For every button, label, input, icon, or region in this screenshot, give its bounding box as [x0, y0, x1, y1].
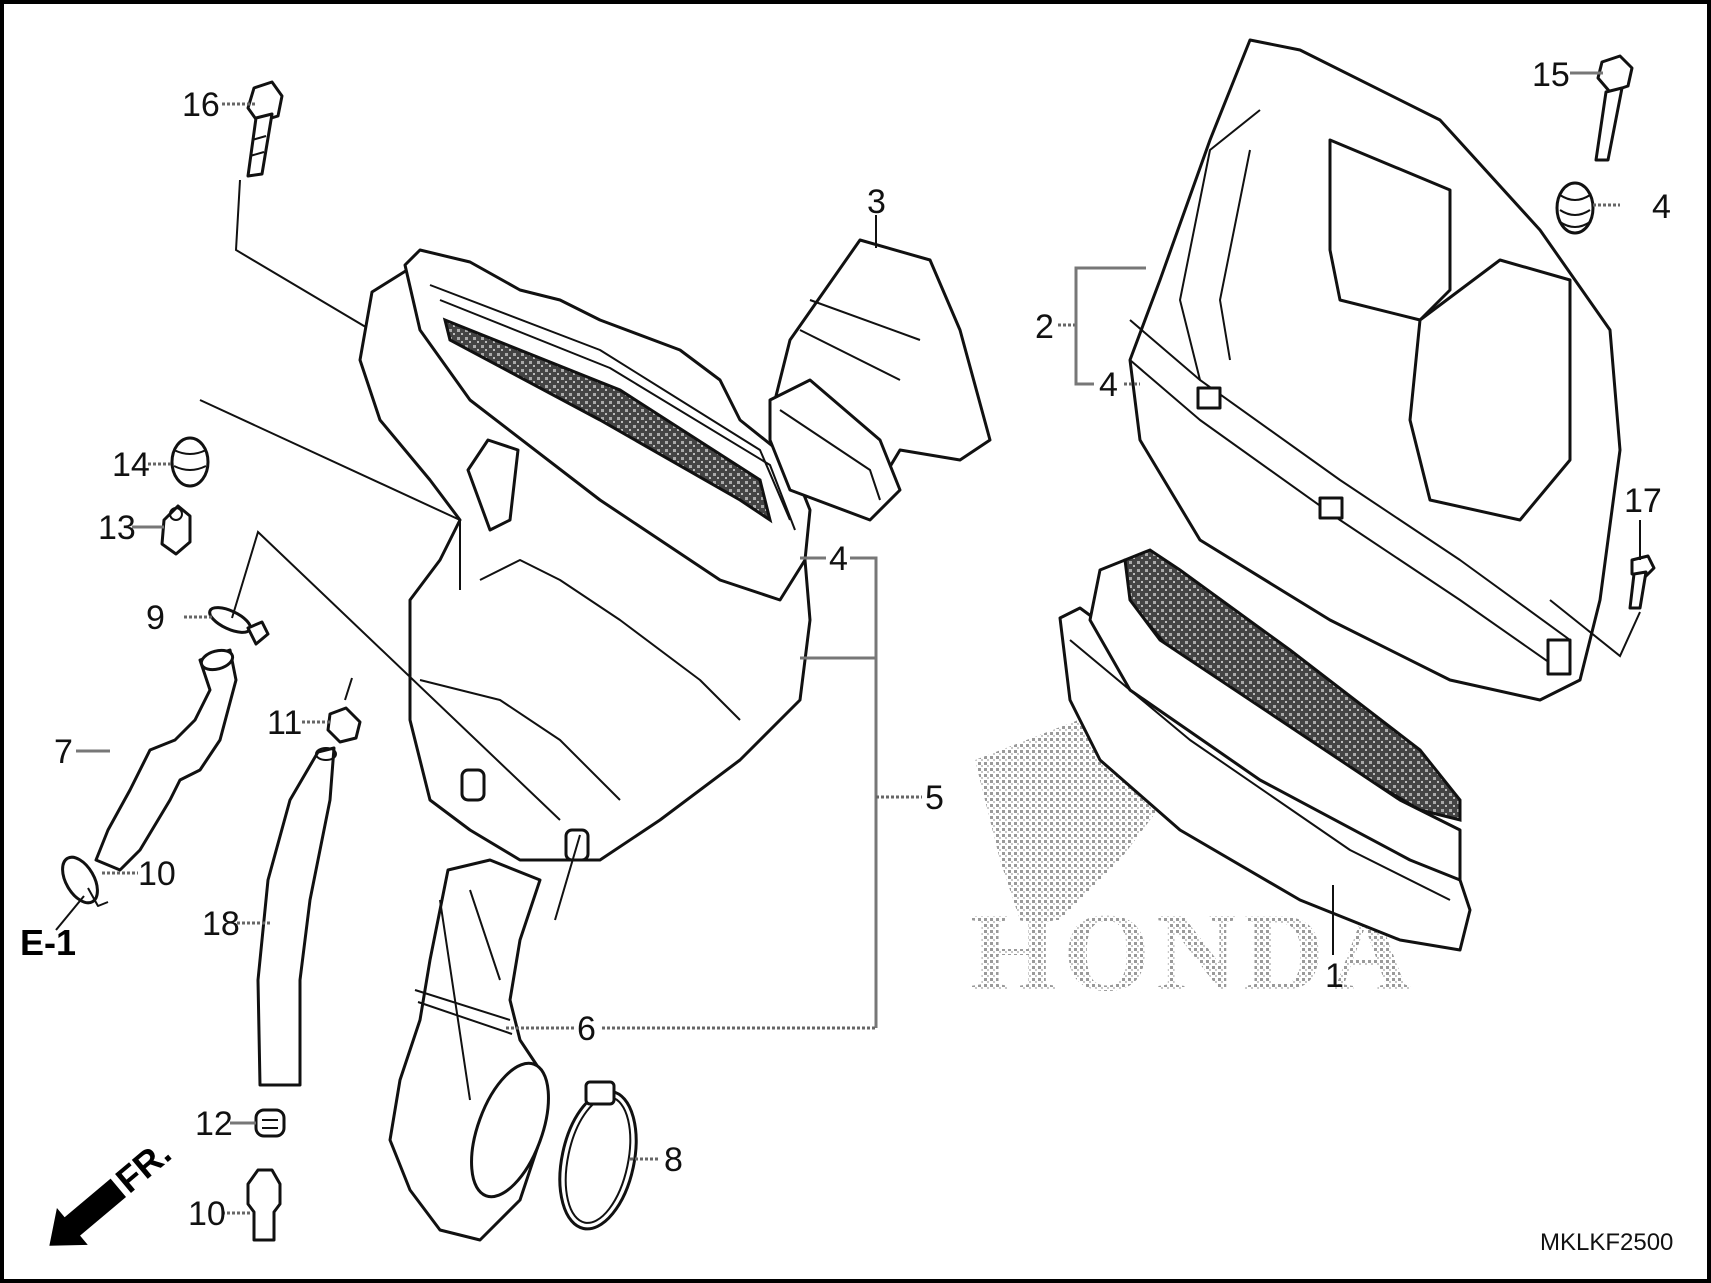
callout-16[interactable]: 16	[182, 86, 220, 124]
callout-9[interactable]: 8	[664, 1141, 683, 1179]
part-10-hose-clip-lower[interactable]	[55, 851, 109, 908]
callout-6[interactable]: 6	[577, 1010, 596, 1048]
part-18-breather-tube[interactable]	[256, 746, 337, 1087]
callout-labels: 16 3 15 4 2 4 14 13 17 4 4 9 11 7 5 10 E…	[20, 56, 1671, 1233]
front-arrow-icon	[49, 1178, 127, 1246]
callout-5[interactable]: 5	[925, 779, 944, 817]
part-6-connecting-tube[interactable]	[388, 858, 564, 1242]
callout-4-case-label[interactable]: 4	[829, 540, 848, 578]
part-13-collar[interactable]	[160, 504, 192, 556]
callout-1[interactable]: 1	[1325, 957, 1344, 995]
leader-e1	[55, 895, 85, 931]
drawing-code: MKLKF2500	[1540, 1229, 1673, 1256]
part-14-mount-rubber[interactable]	[170, 436, 210, 488]
part-12-clip-upper[interactable]	[326, 706, 362, 744]
callout-8[interactable]: 4	[1652, 188, 1671, 226]
part-10-hose-clip-upper[interactable]	[206, 603, 270, 646]
part-12-clip-lower[interactable]	[254, 1108, 286, 1138]
callout-18[interactable]: 18	[202, 905, 240, 943]
part-17-tapping-screw[interactable]	[1628, 554, 1656, 610]
part-9-tube-band[interactable]	[548, 1080, 648, 1236]
leader-12a	[344, 677, 353, 701]
leader-17	[1549, 599, 1641, 658]
leader-14	[199, 399, 461, 590]
callout-leaders	[76, 71, 1641, 1215]
part-1-air-filter-element[interactable]	[1058, 548, 1472, 952]
part-8-grommet[interactable]	[1555, 181, 1595, 235]
part-11-drain-plug[interactable]	[246, 1168, 282, 1242]
leader-6-part	[554, 834, 581, 921]
callout-10-lower[interactable]: 10	[138, 855, 176, 893]
callout-11[interactable]: 10	[188, 1195, 226, 1233]
part-15-cover-screw[interactable]	[1594, 54, 1634, 162]
callout-12-lower[interactable]: 12	[195, 1105, 233, 1143]
section-reference-e1[interactable]: E-1	[20, 922, 76, 963]
callout-17[interactable]: 17	[1624, 482, 1662, 520]
callout-3[interactable]: 3	[867, 183, 886, 221]
part-7-drain-hose[interactable]	[94, 647, 238, 872]
callout-2[interactable]: 2	[1035, 308, 1054, 346]
part-5-air-cleaner-case[interactable]	[358, 248, 812, 862]
callout-4-cover[interactable]: 4	[1099, 366, 1118, 404]
leader-10a	[231, 530, 561, 821]
part-2-air-cleaner-cover[interactable]	[1128, 38, 1622, 702]
front-direction-marker: FR.	[49, 1132, 179, 1246]
callout-14[interactable]: 14	[112, 446, 150, 484]
part-3-intake-duct[interactable]	[768, 238, 992, 522]
callout-12-upper[interactable]: 11	[267, 704, 302, 742]
callout-10-upper[interactable]: 9	[146, 599, 165, 637]
callout-15[interactable]: 15	[1532, 56, 1570, 94]
part-16-case-bolt[interactable]	[246, 80, 284, 178]
callout-7[interactable]: 7	[54, 733, 73, 771]
callout-13[interactable]: 13	[98, 509, 136, 547]
